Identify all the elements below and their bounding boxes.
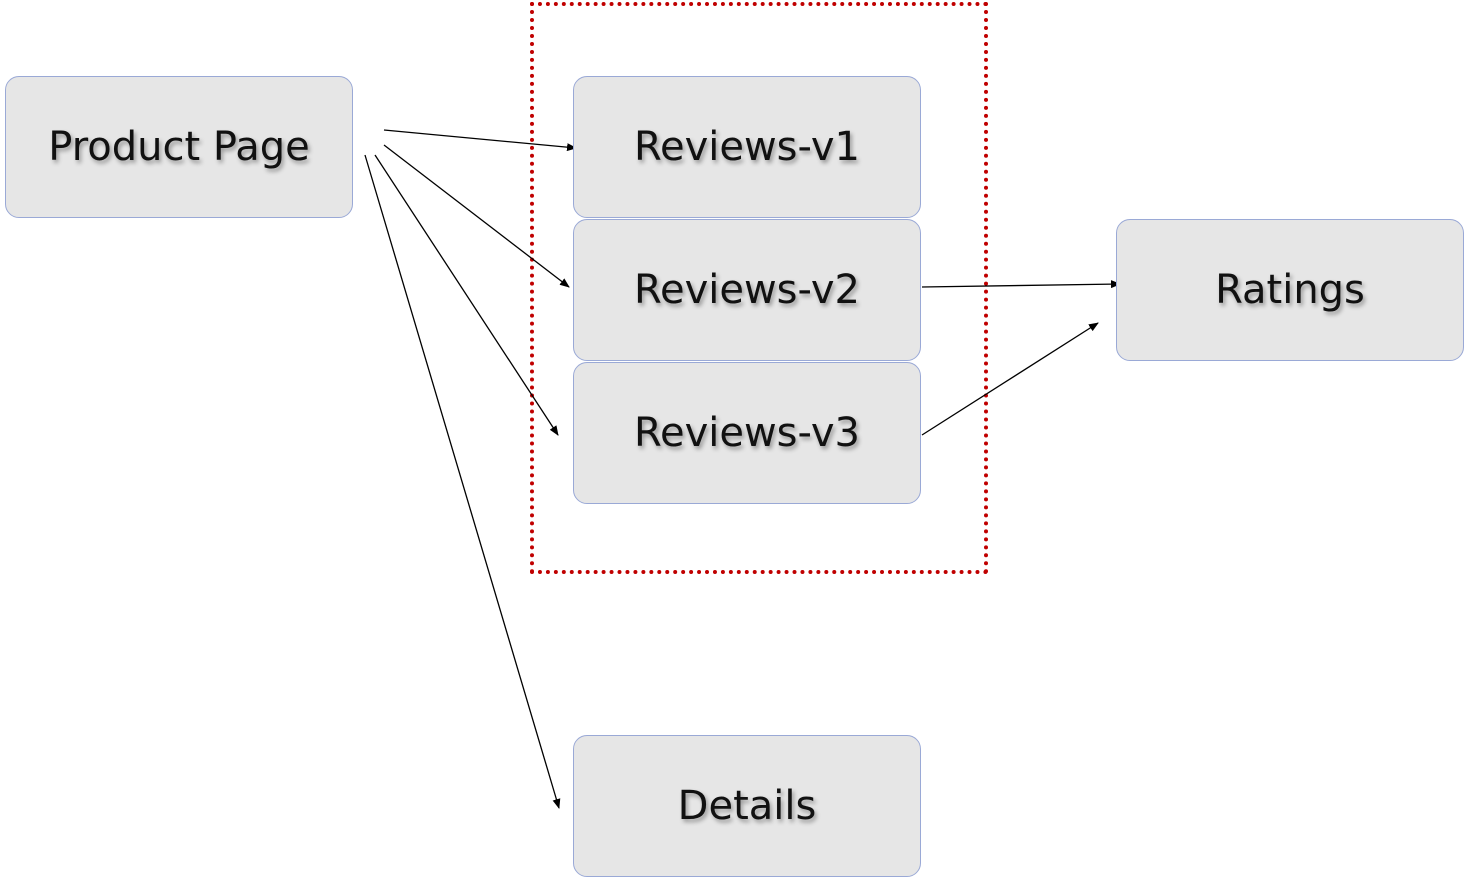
node-reviews-v3: Reviews-v3 (573, 362, 921, 504)
node-details: Details (573, 735, 921, 877)
node-reviews-v1: Reviews-v1 (573, 76, 921, 218)
node-reviews-v2: Reviews-v2 (573, 219, 921, 361)
node-ratings: Ratings (1116, 219, 1464, 361)
node-product-page: Product Page (5, 76, 353, 218)
